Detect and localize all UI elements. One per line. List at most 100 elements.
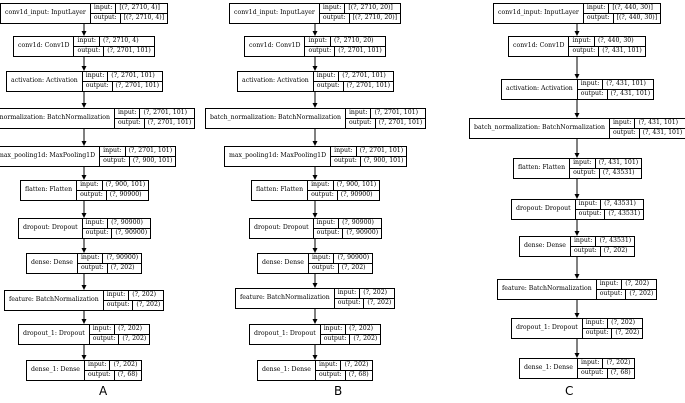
input-row: input:(?, 43531) bbox=[571, 237, 634, 246]
input-row: input:(?, 431, 101) bbox=[578, 80, 653, 89]
output-shape: (?, 900, 101) bbox=[132, 157, 173, 165]
output-label: output: bbox=[578, 90, 608, 99]
output-shape: [(?, 2710, 20)] bbox=[352, 14, 398, 22]
output-row: output:(?, 68) bbox=[577, 368, 634, 378]
panel-label: B bbox=[334, 384, 343, 398]
layer-shapes: input:(?, 90900)output:(?, 202) bbox=[77, 254, 142, 273]
layer-shapes: input:(?, 202)output:(?, 202) bbox=[596, 280, 657, 299]
input-row: input:(?, 202) bbox=[578, 359, 634, 368]
output-shape: (?, 2701, 101) bbox=[115, 82, 160, 90]
output-label: output: bbox=[610, 129, 640, 138]
input-shape: (?, 2701, 101) bbox=[128, 147, 173, 155]
output-row: output:(?, 90900) bbox=[308, 190, 380, 200]
input-row: input:(?, 2701, 101) bbox=[346, 109, 425, 118]
output-label: output: bbox=[309, 264, 339, 273]
output-shape: (?, 90900) bbox=[115, 229, 148, 237]
input-row: input:(?, 2701, 101) bbox=[83, 72, 162, 81]
layer-name: activation: Activation bbox=[502, 80, 578, 99]
input-shape: (?, 90900) bbox=[337, 254, 370, 262]
output-shape: (?, 202) bbox=[353, 335, 378, 343]
output-shape: (?, 431, 101) bbox=[602, 47, 642, 55]
input-shape: (?, 900, 101) bbox=[105, 181, 146, 189]
arrowhead bbox=[81, 319, 87, 324]
input-row: input:(?, 2701, 101) bbox=[331, 147, 406, 156]
output-shape: (?, 43531) bbox=[602, 169, 635, 177]
layer-shapes: input:(?, 2701, 101)output:(?, 900, 101) bbox=[100, 147, 176, 166]
arrowhead bbox=[312, 283, 318, 288]
output-shape: (?, 90900) bbox=[340, 191, 373, 199]
input-row: input:(?, 202) bbox=[583, 319, 643, 328]
output-shape: (?, 90900) bbox=[109, 191, 142, 199]
output-shape: (?, 68) bbox=[348, 371, 369, 379]
input-shape: [(?, 440, 30)] bbox=[612, 4, 653, 12]
output-shape: (?, 202) bbox=[341, 264, 366, 272]
layer-shapes: input:(?, 43531)output:(?, 202) bbox=[570, 237, 635, 256]
arrowhead bbox=[574, 113, 580, 118]
input-row: input:(?, 2701, 101) bbox=[100, 147, 175, 156]
layer-shapes: input:(?, 90900)output:(?, 202) bbox=[308, 254, 373, 273]
output-row: output:(?, 900, 101) bbox=[331, 156, 407, 166]
layer-name: feature: BatchNormalization bbox=[498, 280, 597, 299]
output-row: output:(?, 2701, 101) bbox=[114, 118, 195, 128]
input-row: input:(?, 900, 101) bbox=[77, 181, 148, 190]
input-shape: (?, 202) bbox=[606, 359, 631, 367]
input-shape: (?, 431, 101) bbox=[598, 159, 639, 167]
output-row: output:(?, 202) bbox=[308, 263, 373, 273]
arrowhead bbox=[574, 274, 580, 279]
output-label: output: bbox=[91, 14, 121, 23]
output-row: output:(?, 2701, 101) bbox=[74, 46, 154, 56]
input-shape: (?, 431, 101) bbox=[606, 80, 646, 88]
input-row: input:(?, 202) bbox=[597, 280, 657, 289]
output-row: output:[(?, 440, 30)] bbox=[583, 13, 661, 23]
output-label: output: bbox=[597, 290, 627, 299]
input-row: input:(?, 202) bbox=[85, 361, 141, 370]
layer-shapes: input:(?, 90900)output:(?, 90900) bbox=[82, 219, 151, 238]
output-shape: (?, 202) bbox=[367, 299, 392, 307]
arrowhead bbox=[574, 231, 580, 236]
layer-name: flatten: Flatten bbox=[252, 181, 309, 200]
output-shape: (?, 2701, 101) bbox=[338, 47, 382, 55]
output-label: output: bbox=[74, 47, 105, 56]
panel-label: A bbox=[99, 384, 108, 398]
input-label: input: bbox=[309, 254, 335, 263]
output-shape: (?, 202) bbox=[122, 335, 147, 343]
input-shape: (?, 2701, 101) bbox=[374, 109, 419, 117]
panel-label: C bbox=[565, 384, 574, 398]
input-shape: (?, 202) bbox=[132, 291, 157, 299]
output-shape: (?, 202) bbox=[110, 264, 135, 272]
layer-name: activation: Activation bbox=[7, 72, 83, 91]
layer-name: conv1d: Conv1D bbox=[245, 37, 306, 56]
input-label: input: bbox=[321, 325, 347, 334]
input-label: input: bbox=[308, 181, 334, 190]
layer-shapes: input:(?, 202)output:(?, 68) bbox=[84, 361, 141, 380]
output-shape: (?, 43531) bbox=[608, 210, 641, 218]
layer-name: max_pooling1d: MaxPooling1D bbox=[0, 147, 101, 166]
output-row: output:(?, 431, 101) bbox=[609, 128, 685, 138]
layer-name: feature: BatchNormalization bbox=[236, 289, 335, 308]
output-shape: (?, 90900) bbox=[346, 229, 379, 237]
layer-shapes: input:(?, 202)output:(?, 202) bbox=[89, 325, 150, 344]
input-row: input:[(?, 2710, 20)] bbox=[320, 4, 400, 13]
input-shape: [(?, 2710, 20)] bbox=[348, 4, 393, 12]
input-label: input: bbox=[578, 359, 604, 368]
layer-shapes: input:[(?, 2710, 20)]output:[(?, 2710, 2… bbox=[319, 4, 401, 23]
output-shape: (?, 2701, 101) bbox=[107, 47, 151, 55]
input-row: input:(?, 431, 101) bbox=[570, 159, 641, 168]
arrowhead bbox=[312, 248, 318, 253]
output-label: output: bbox=[100, 157, 130, 166]
layer-shapes: input:(?, 202)output:(?, 68) bbox=[315, 361, 372, 380]
output-label: output: bbox=[314, 82, 344, 91]
output-shape: (?, 2701, 101) bbox=[378, 119, 423, 127]
output-label: output: bbox=[77, 191, 107, 200]
input-shape: (?, 440, 30) bbox=[597, 37, 634, 45]
output-row: output:(?, 2701, 101) bbox=[313, 81, 394, 91]
